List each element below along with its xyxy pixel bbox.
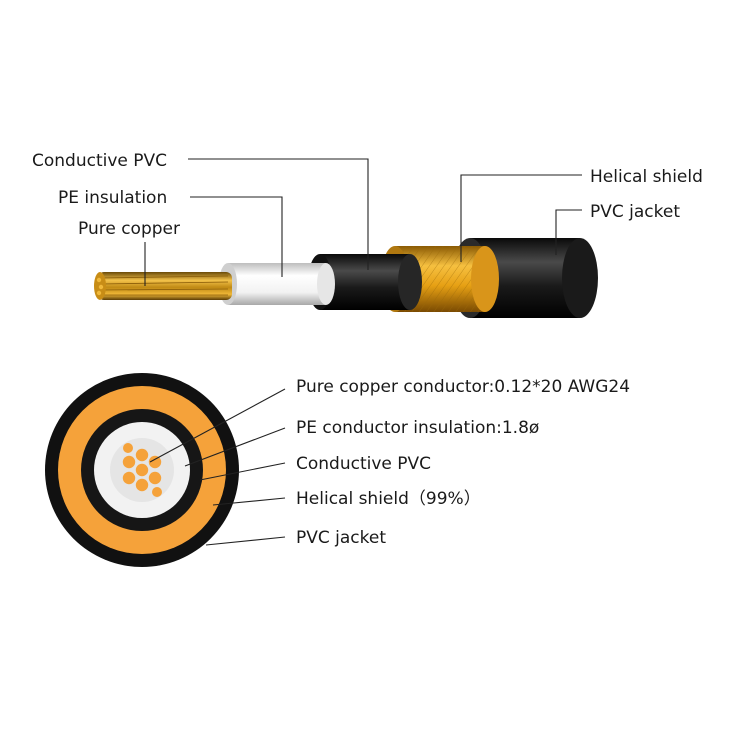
leader-helical-shield-top [460, 174, 582, 262]
leader-pvc-jacket-top [555, 209, 582, 255]
leader-conductive-pvc-top [188, 158, 369, 270]
pe-insulation-segment [219, 263, 335, 305]
cross-copper-strands [122, 443, 162, 497]
label-insulation: PE conductor insulation:1.8ø [296, 418, 539, 438]
copper-conductor [94, 272, 232, 300]
cable-side-view [94, 238, 598, 318]
leader-insulation [184, 427, 286, 467]
label-helical-shield-top: Helical shield [590, 167, 703, 187]
leader-pe-insulation-top [190, 196, 283, 277]
leader-shield-bottom [212, 497, 286, 506]
label-pure-copper-top: Pure copper [78, 219, 180, 239]
label-shield-bottom: Helical shield（99%） [296, 489, 481, 509]
label-conductive-pvc-bottom: Conductive PVC [296, 454, 431, 474]
leader-conductive-pvc-bottom [199, 462, 286, 481]
label-conductor: Pure copper conductor:0.12*20 AWG24 [296, 377, 630, 397]
leader-conductor [149, 388, 286, 463]
label-conductive-pvc-top: Conductive PVC [32, 151, 167, 171]
label-pvc-jacket-top: PVC jacket [590, 202, 680, 222]
label-jacket-bottom: PVC jacket [296, 528, 386, 548]
label-pe-insulation-top: PE insulation [58, 188, 167, 208]
cable-cross-section [45, 373, 239, 567]
leader-jacket-bottom [205, 536, 286, 546]
